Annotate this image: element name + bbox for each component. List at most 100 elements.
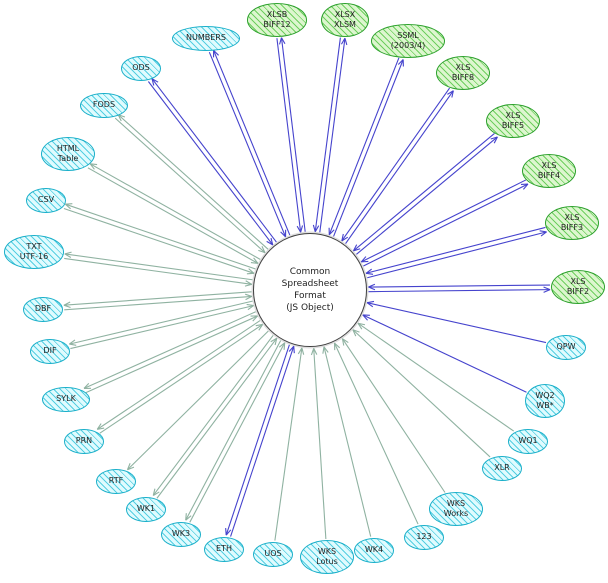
edge-xlr-arrowhead-in [352,329,360,333]
format-node-wq1: WQ1 [507,428,549,454]
edge-prn-arrowhead-in [255,323,263,327]
edge-dif-arrowhead-in [246,303,254,307]
format-node-label: XLS [570,276,586,286]
edge-wk1 [152,335,274,496]
edge-eth-arrowhead-out [225,528,227,536]
format-node-label: WK3 [171,528,191,538]
edge-wk1-arrowhead-out [152,488,156,496]
edge-dbf-arrowhead-out [63,301,71,306]
edge-dbf [64,295,252,311]
edge-dif-arrowhead-out [69,339,76,345]
edge-rtf-arrowhead-out [127,466,135,471]
edge-xls-biff5-arrowhead-in [353,248,361,252]
edge-csv-arrowhead-out [65,203,71,210]
format-node-label: BIFF3 [560,223,584,232]
format-node-ssml-2003-4: SSML(2003/4) [370,24,446,58]
format-node-label: BIFF12 [263,20,291,29]
edge-wk4 [323,346,372,537]
edge-txt-utf-16 [64,253,253,281]
edge-ssml-2003-4 [333,59,404,237]
edge-wks-lotus-arrowhead-in [310,348,315,356]
edge-eth-arrowhead-out [225,529,232,536]
edge-numbers-arrowhead-in [280,231,286,238]
format-node-label: ODS [132,62,150,72]
edge-html-table-arrowhead-out [90,163,98,166]
format-node-label: DIF [43,345,57,355]
edge-wk3 [185,340,282,521]
format-node-label: XLR [494,462,510,472]
center-node-label: Spreadsheet [281,278,339,289]
edge-wk1-arrowhead-in [270,337,278,343]
format-node-label: RTF [108,475,124,485]
edge-html-table-arrowhead-in [250,262,258,264]
format-node-label: CSV [37,194,55,204]
edge-eth-arrowhead-in [288,345,295,352]
edge-xlsb-biff12-arrowhead-out [281,37,286,45]
edge-txt-utf-16-arrowhead-in [244,283,252,287]
edge-xlsb-biff12 [280,37,306,232]
edge-prn-arrowhead-out [97,427,105,430]
edge-eth [230,346,295,537]
edge-wk4-arrowhead-in [322,346,325,354]
edge-wk3-arrowhead-out [185,513,187,521]
edge-wq1-arrowhead-in [357,322,366,326]
format-node-label: XLSX [334,9,356,19]
edge-prn-arrowhead-out [96,423,102,430]
edge-wk1 [156,337,278,499]
edge-fods [114,117,266,254]
edge-xls-biff5-arrowhead-out [490,136,498,140]
edge-xlsb-biff12 [276,38,302,233]
edge-xls-biff5 [356,136,498,255]
edge-xls-biff5 [353,133,495,252]
edge-csv [63,208,255,274]
center-node: Common Spreadsheet Format (JS Object) [253,233,367,347]
edge-csv-arrowhead-in [248,268,255,274]
edge-uos-arrowhead-in [297,347,303,355]
format-node-wk3: WK3 [160,521,202,547]
format-node-label: HTML [56,143,80,153]
edge-fods-arrowhead-in [258,249,266,254]
edge-html-table [89,163,261,260]
format-node-label: Lotus [316,557,338,566]
format-node-dbf: DBF [22,296,64,322]
edge-dif [69,300,253,345]
format-node-label: TXT [26,241,42,251]
format-node-uos: UOS [252,541,294,567]
format-node-label: XLSM [334,20,356,29]
center-node-label: (JS Object) [286,303,334,314]
edge-qpw-arrowhead-in [367,300,375,304]
edge-txt-utf-16-arrowhead-in [245,280,253,285]
edge-xlsb-biff12-arrowhead-out [279,37,283,45]
format-node-label: NUMBERS [186,32,226,42]
edge-wk1-arrowhead-in [274,338,278,346]
edge-ssml-2003-4-arrowhead-out [397,59,404,65]
edge-wks-lotus-arrowhead-in [313,348,318,355]
edge-txt-utf-16 [64,257,252,285]
format-node-qpw: QPW [545,334,587,360]
format-node-label: QPW [556,341,576,351]
edge-dif [70,305,254,350]
edge-sylk-arrowhead-in [252,315,258,322]
format-node-label: WQ2 [535,390,555,400]
edge-xlsx-xlsm [319,38,346,233]
center-node-label: Format [294,291,326,301]
format-node-label: UTF-16 [19,252,49,261]
format-node-label: (2003/4) [390,41,426,50]
edge-wk3-arrowhead-in [278,342,286,348]
format-node-label: WK4 [364,544,384,554]
format-node-eth: ETH [203,536,245,562]
edge-rtf-arrowhead-out [126,463,131,470]
edge-xls-biff2-arrowhead-in [368,286,376,291]
edge-xlsx-xlsm-arrowhead-in [312,224,316,232]
edge-wks-lotus [313,348,327,540]
edge-sylk [83,311,256,389]
edge-dbf-arrowhead-in [245,293,252,297]
format-node-ods: ODS [120,55,162,81]
